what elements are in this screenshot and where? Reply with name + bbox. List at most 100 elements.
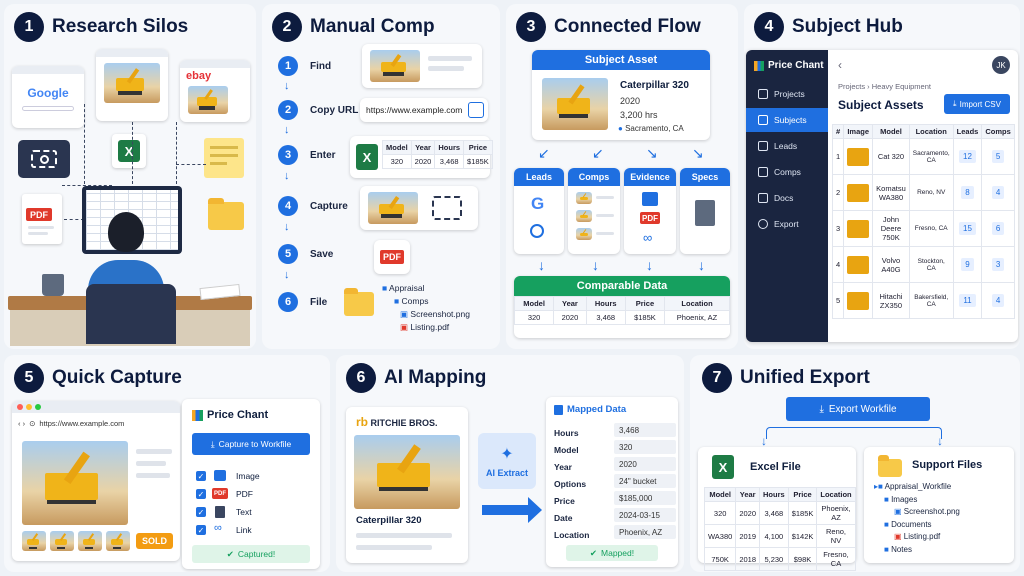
nav-arrows-icon[interactable]: ‹ › xyxy=(18,418,26,428)
table-cell: Comps xyxy=(981,124,1015,139)
mapped-data-header: Mapped Data xyxy=(554,404,626,415)
copy-icon[interactable] xyxy=(468,102,484,118)
tab-evidence[interactable]: Evidence PDF ∞ xyxy=(624,168,676,254)
table-cell: Phoenix, AZ xyxy=(664,310,730,325)
sidebar-item-projects[interactable]: Projects xyxy=(746,82,828,106)
ebay-logo: ebay xyxy=(186,70,212,82)
table-cell: $185K xyxy=(463,154,493,169)
row-thumbnail xyxy=(847,183,870,202)
link-icon: ∞ xyxy=(214,522,222,534)
table-cell: 5 xyxy=(831,282,845,319)
excel-icon: X xyxy=(356,144,378,170)
table-cell xyxy=(843,174,874,211)
excavator-image xyxy=(354,435,460,509)
sidebar-item-export[interactable]: Export xyxy=(746,212,828,236)
support-file-tree: ▸■ Appraisal_Workfile ■ Images ▣ Screens… xyxy=(874,481,960,556)
sidebar-item-leads[interactable]: Leads xyxy=(746,134,828,158)
subject-asset-card: Subject Asset Caterpillar 320 2020 3,200… xyxy=(532,50,710,140)
table-cell: 4 xyxy=(981,174,1015,211)
tree-file: ▣ Listing.pdf xyxy=(400,322,450,332)
arrow-right-icon xyxy=(482,505,530,515)
address-bar[interactable]: ‹ ›⊙https://www.example.com xyxy=(18,418,125,428)
image-checkbox[interactable]: ✓ xyxy=(196,471,206,481)
download-icon: ⤓ xyxy=(210,438,215,449)
tree-folder: ■ Appraisal xyxy=(382,283,425,293)
table-cell: Year xyxy=(735,487,761,502)
table-cell: Bakersfield, CA xyxy=(908,282,954,319)
table-cell: Hours xyxy=(585,296,626,311)
sparkle-icon: ✦ xyxy=(500,446,514,463)
import-csv-button[interactable]: ⤓Import CSV xyxy=(944,94,1010,114)
tab-comps[interactable]: Comps xyxy=(568,168,620,254)
sold-badge: SOLD xyxy=(136,533,174,549)
table-cell: Volvo A40G xyxy=(872,246,910,283)
browser-window: ‹ ›⊙https://www.example.com SOLD xyxy=(12,401,180,561)
table-cell: # xyxy=(831,124,845,139)
table-cell: Cat 320 xyxy=(872,138,910,175)
link-checkbox[interactable]: ✓ xyxy=(196,525,206,535)
tab-specs[interactable]: Specs xyxy=(680,168,730,254)
sidebar-item-subjects[interactable]: Subjects xyxy=(746,108,828,132)
table-cell: 4 xyxy=(831,246,845,283)
camera-icon xyxy=(18,140,70,178)
support-files-card: Support Files ▸■ Appraisal_Workfile ■ Im… xyxy=(864,447,1014,563)
location-pin-icon: ● xyxy=(618,124,623,133)
text-checkbox[interactable]: ✓ xyxy=(196,507,206,517)
google-browser: Google xyxy=(12,66,84,128)
box-icon xyxy=(758,115,768,125)
sidebar-item-comps[interactable]: Comps xyxy=(746,160,828,184)
table-cell: Model xyxy=(703,487,737,502)
excavator-image xyxy=(104,63,160,103)
brand: Price Chant xyxy=(192,409,268,421)
tab-leads[interactable]: Leads G xyxy=(514,168,564,254)
table-cell: 6 xyxy=(981,210,1015,247)
listing-browser xyxy=(96,49,168,121)
folder-icon xyxy=(208,198,244,230)
mug-icon xyxy=(42,274,64,296)
table-cell: 12 xyxy=(952,138,983,175)
tree-folder: ■ Documents xyxy=(884,519,932,529)
back-chevron-icon[interactable]: ‹ xyxy=(838,58,842,72)
table-cell: $142K xyxy=(787,524,818,548)
url-field[interactable]: https://www.example.com xyxy=(360,98,488,122)
sidebar-item-docs[interactable]: Docs xyxy=(746,186,828,210)
search-icon xyxy=(530,224,544,238)
table-cell: 320 xyxy=(382,154,412,169)
folder-icon xyxy=(878,455,902,477)
mapped-status: ✔Mapped! xyxy=(566,545,658,561)
pdf-document-icon: PDF xyxy=(22,194,62,244)
table-cell: Price xyxy=(787,487,818,502)
capture-to-workfile-button[interactable]: ⤓Capture to Workfile xyxy=(192,433,310,455)
export-workfile-button[interactable]: ⤓Export Workfile xyxy=(786,397,930,421)
avatar[interactable]: JK xyxy=(992,56,1010,74)
lock-icon: ⊙ xyxy=(29,418,36,428)
table-cell: 2020 xyxy=(410,154,436,169)
table-cell: $98K xyxy=(787,547,818,571)
pdf-checkbox[interactable]: ✓ xyxy=(196,489,206,499)
table-cell: Phoenix, AZ xyxy=(816,501,856,525)
table-cell: 5,230 xyxy=(759,547,789,571)
find-listing-card xyxy=(362,44,482,88)
extension-popup: Price Chant ⤓Capture to Workfile ✓ Image… xyxy=(182,399,320,569)
table-cell: Komatsu WA380 xyxy=(872,174,910,211)
table-cell: Year xyxy=(410,140,436,155)
check-circle-icon: ✔ xyxy=(589,547,598,558)
table-cell: 320 xyxy=(513,310,555,325)
table-cell: Location xyxy=(816,487,856,502)
table-cell: Reno, NV xyxy=(816,524,856,548)
download-icon: ⤓ xyxy=(953,99,957,108)
bar-chart-icon xyxy=(758,167,768,177)
tree-file: ▣ Screenshot.png xyxy=(400,309,470,319)
